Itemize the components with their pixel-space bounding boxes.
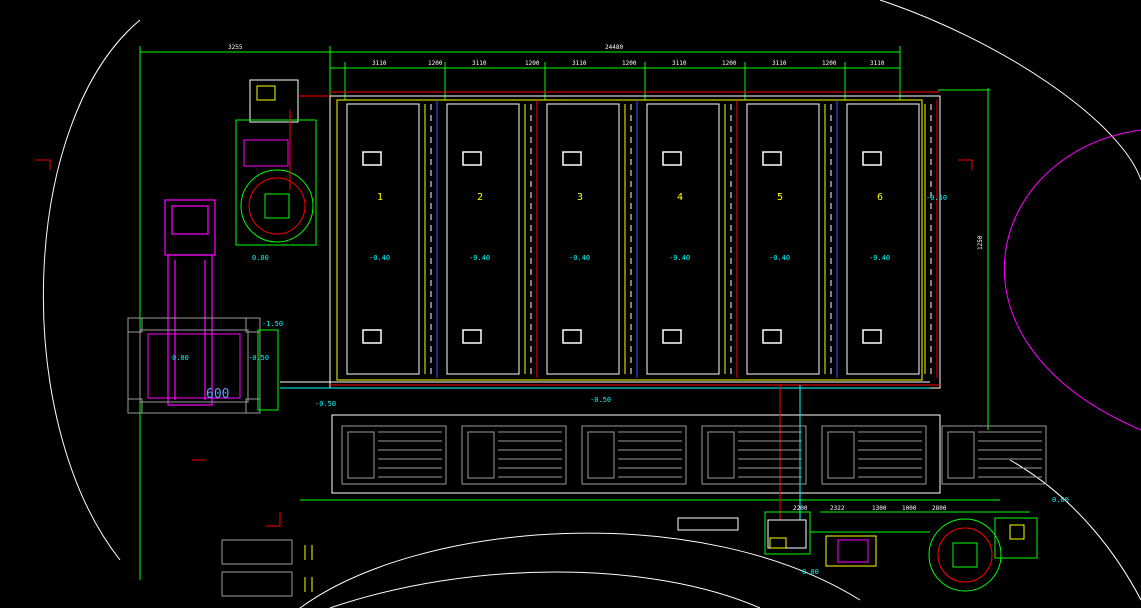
- room-elevation-label: -0.40: [669, 254, 690, 262]
- equipment-unit: [461, 425, 567, 485]
- room-elevation-label: -0.40: [569, 254, 590, 262]
- equipment-unit: [341, 425, 447, 485]
- room-elevation-label: -0.40: [469, 254, 490, 262]
- room-elevation-label: -0.40: [869, 254, 890, 262]
- dim-bottom-seg-4: 1000: [902, 505, 917, 512]
- equipment-unit: [701, 425, 807, 485]
- room-fixture: [862, 151, 882, 166]
- bottom-corridor: [280, 381, 941, 520]
- room-fixture: [462, 151, 482, 166]
- room-fixture: [362, 151, 382, 166]
- room-number-label: 4: [677, 192, 683, 203]
- room-fixture: [562, 329, 582, 344]
- corner-markers: [36, 159, 973, 527]
- left-box-green-strip: [257, 329, 279, 411]
- magenta-arc: [1004, 129, 1141, 431]
- left-equipment-area: [235, 79, 330, 246]
- dim-top-seg-9: 3110: [772, 60, 787, 67]
- room-bay-5: 5 -0.40: [746, 100, 838, 378]
- room-number-label: 6: [877, 192, 883, 203]
- site-boundary-arcs: [42, 0, 1141, 608]
- room-fixture: [662, 329, 682, 344]
- gray-equipment-row: [341, 425, 1047, 485]
- room-bay-6: 6 -0.40: [846, 100, 938, 378]
- dim-overall-top: 24480: [605, 44, 623, 51]
- room-fixture: [762, 151, 782, 166]
- elev-bottom-center: -0.50: [590, 396, 611, 404]
- elev-left-pad: 0.00: [252, 254, 269, 262]
- room-elevation-label: -0.40: [369, 254, 390, 262]
- room-number-label: 5: [777, 192, 783, 203]
- pump-house: [677, 511, 1030, 567]
- small-equipment-bottom-left: [221, 539, 313, 597]
- dim-bottom-seg-5: 2800: [932, 505, 947, 512]
- room-bay-4: 4 -0.40: [646, 100, 738, 378]
- elev-right-edge: -0.50: [926, 194, 947, 202]
- room-bay-2: 2 -0.40: [446, 100, 538, 378]
- magenta-vehicle: [164, 199, 216, 406]
- dim-top-seg-4: 1200: [525, 60, 540, 67]
- dim-top-seg-11: 3110: [870, 60, 885, 67]
- dim-top-seg-1: 3110: [372, 60, 387, 67]
- elev-pump-house: 0.00: [802, 568, 819, 576]
- dim-bottom-seg-2: 2322: [830, 505, 845, 512]
- elev-bottom-left: -0.50: [315, 400, 336, 408]
- equipment-unit: [941, 425, 1047, 485]
- room-number-label: 3: [577, 192, 583, 203]
- elev-left-box-side: -0.50: [248, 354, 269, 362]
- dim-top-seg-7: 3110: [672, 60, 687, 67]
- left-box-code: 600: [206, 387, 229, 402]
- room-number-label: 1: [377, 192, 383, 203]
- dim-top-seg-8: 1200: [722, 60, 737, 67]
- elev-left-box-top: -1.50: [262, 320, 283, 328]
- dim-top-seg-6: 1200: [622, 60, 637, 67]
- room-bay-1: 1 -0.40: [346, 100, 438, 378]
- room-fixture: [462, 329, 482, 344]
- room-elevation-label: -0.40: [769, 254, 790, 262]
- dim-top-seg-10: 1200: [822, 60, 837, 67]
- room-bays: 1 -0.40 2 -0.40 3 -0.40 4 -0.40 5 -0.40 6 -0.40: [346, 100, 938, 378]
- room-number-label: 2: [477, 192, 483, 203]
- elev-bottom-right: 0.00: [1052, 496, 1069, 504]
- dim-right-height: 1250: [977, 235, 984, 250]
- dim-bottom-seg-3: 1300: [872, 505, 887, 512]
- dim-left-offset: 3255: [228, 44, 243, 51]
- room-fixture: [562, 151, 582, 166]
- equipment-unit: [821, 425, 927, 485]
- equipment-unit: [581, 425, 687, 485]
- left-gray-structure: [127, 317, 261, 414]
- top-dimension-lines: [139, 46, 1000, 580]
- dim-top-seg-5: 3110: [572, 60, 587, 67]
- top-segment-ticks: [344, 62, 846, 100]
- room-fixture: [762, 329, 782, 344]
- room-fixture: [662, 151, 682, 166]
- room-fixture: [362, 329, 382, 344]
- room-fixture: [862, 329, 882, 344]
- elev-left-box: 0.00: [172, 354, 189, 362]
- building-outline: [329, 91, 941, 389]
- dim-top-seg-2: 1200: [428, 60, 443, 67]
- dim-bottom-seg-1: 2200: [793, 505, 808, 512]
- left-box-frame: [147, 333, 241, 399]
- room-bay-3: 3 -0.40: [546, 100, 638, 378]
- right-tank: [928, 517, 1038, 592]
- dim-top-seg-3: 3110: [472, 60, 487, 67]
